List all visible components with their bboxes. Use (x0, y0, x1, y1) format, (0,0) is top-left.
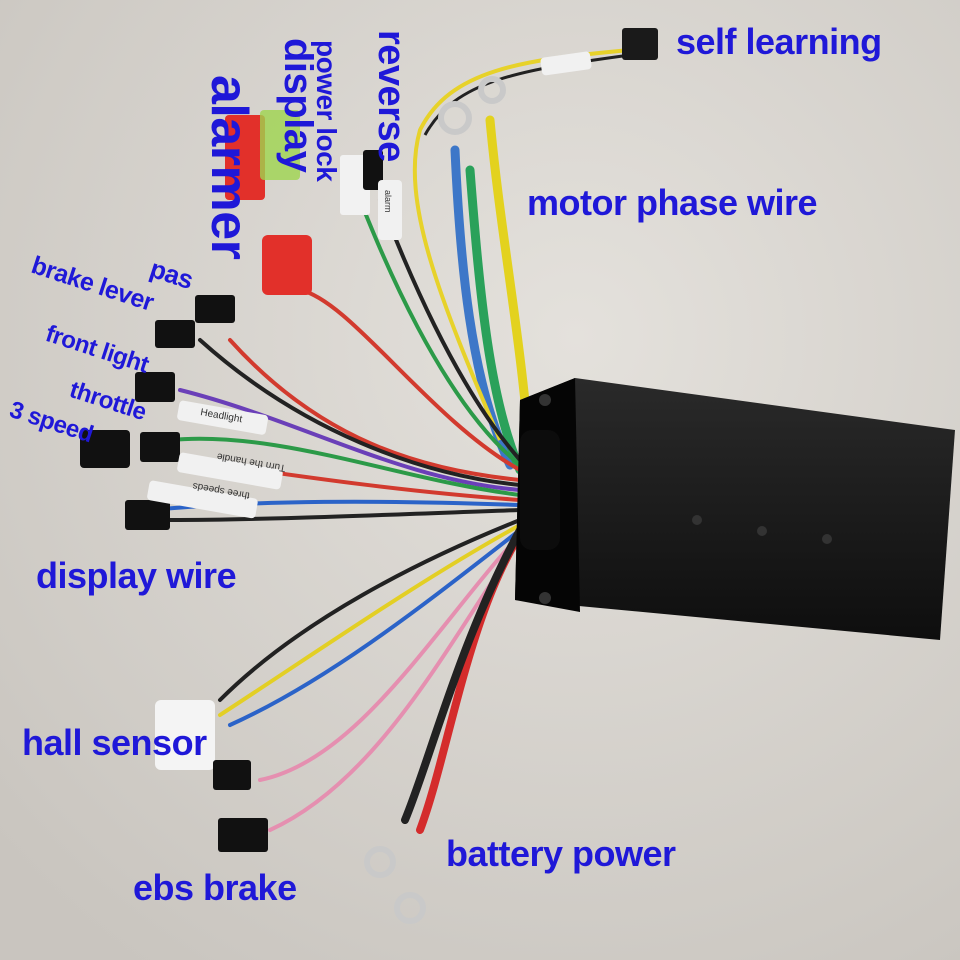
label-hall-sensor: hall sensor (22, 722, 207, 763)
label-alarmer: alarmer (200, 75, 258, 260)
label-ebs-brake: ebs brake (133, 867, 297, 908)
label-battery-power: battery power (446, 833, 676, 874)
wire-tags: Headlight Turn the handle three speeds a… (147, 51, 592, 519)
label-display: display (276, 38, 320, 173)
lower-wires (218, 516, 534, 834)
label-reverse: reverse (370, 30, 412, 162)
tag-alarm: alarm (383, 190, 393, 213)
connectors (80, 28, 658, 852)
label-motor-phase-wire: motor phase wire (527, 182, 818, 223)
ring-terminals (364, 76, 506, 924)
label-display-wire: display wire (36, 555, 237, 596)
label-self-learning: self learning (676, 21, 882, 62)
grommet (520, 430, 560, 550)
self-learning-wire (412, 48, 631, 441)
